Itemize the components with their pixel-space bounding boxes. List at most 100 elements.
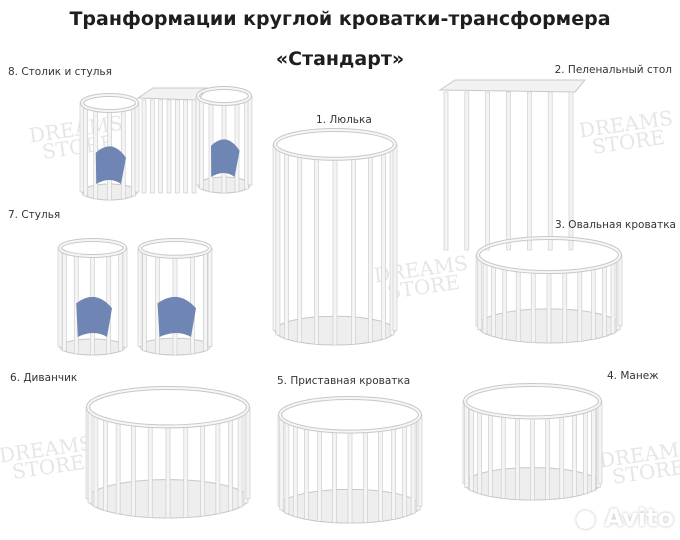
sofa-slat <box>93 415 99 508</box>
side-crib-slat <box>402 424 408 517</box>
side-crib-slat <box>304 427 309 520</box>
small-table-slat <box>166 99 172 194</box>
changing-table-slat <box>568 91 574 251</box>
oval-crib-slat <box>577 270 583 342</box>
sofa-slat <box>87 411 93 504</box>
chair-left-slat <box>62 251 67 352</box>
playpen-slat <box>597 400 603 485</box>
sofa-slat <box>237 415 243 508</box>
side-crib-rim-inner <box>279 397 421 433</box>
oval-crib-slat <box>590 268 596 340</box>
chair-right-slat <box>203 252 208 352</box>
oval-crib-slat <box>491 265 496 337</box>
playpen-slat <box>464 404 469 488</box>
table-chair-right-cushion <box>211 139 240 177</box>
chair-right-slat <box>207 248 213 347</box>
page-title: Транформации круглой кроватки-трансформе… <box>69 8 611 30</box>
sofa-slat <box>115 421 121 515</box>
oval-crib-slat <box>562 271 568 343</box>
label-oval-crib: 3. Овальная кроватка <box>554 219 676 231</box>
changing-table-slat <box>443 91 449 251</box>
label-cradle: 1. Люлька <box>316 114 372 126</box>
side-crib-slat <box>410 421 416 514</box>
sofa-slat <box>245 406 251 500</box>
small-table-slat <box>175 99 180 194</box>
table-chair-right-slat <box>199 99 204 190</box>
oval-crib-slat <box>515 270 521 342</box>
sofa-slat <box>147 425 153 518</box>
side-crib-slat <box>292 424 298 517</box>
label-side-crib: 5. Приставная кроватка <box>277 375 411 387</box>
oval-crib-slat <box>482 262 488 334</box>
table-chair-left-cushion <box>95 146 126 184</box>
small-table-slat <box>141 99 147 194</box>
chair-left-cushion <box>76 296 112 337</box>
cradle-slat <box>332 158 338 346</box>
oval-crib-slat <box>610 262 616 334</box>
side-crib-slat <box>317 429 322 522</box>
cradle-slat <box>284 152 289 340</box>
chair-left-slat <box>122 247 128 348</box>
playpen-rim-inner <box>464 384 601 419</box>
oval-crib-slat <box>617 254 623 327</box>
avito-logo: ● Avito <box>575 504 674 532</box>
side-crib-slat <box>391 427 396 520</box>
cradle-slat <box>275 148 281 336</box>
sofa-slat <box>215 421 221 515</box>
playpen-slat <box>515 416 520 500</box>
table-chair-right-rim-inner <box>197 87 251 105</box>
label-sofa: 6. Диванчик <box>10 372 78 384</box>
changing-table-top <box>438 79 587 93</box>
oval-crib-slat <box>602 265 607 337</box>
oval-crib-slat <box>502 268 508 340</box>
side-crib-slat <box>417 414 423 507</box>
label-table-and-chairs: 8. Столик и стулья <box>8 66 112 78</box>
oval-crib-slat <box>477 258 483 331</box>
cradle-slat <box>314 157 319 345</box>
sofa-slat <box>103 418 108 512</box>
playpen-slat <box>591 407 596 492</box>
chair-right-cushion <box>157 296 196 337</box>
playpen-slat <box>572 413 577 497</box>
changing-table-slat <box>547 91 553 251</box>
playpen-slat <box>488 413 493 497</box>
sofa-slat <box>200 424 206 517</box>
playpen-slat <box>559 415 565 499</box>
playpen-slat <box>545 416 550 500</box>
side-crib-slat <box>332 430 337 523</box>
cradle-slat <box>381 152 386 340</box>
side-crib-slat <box>284 421 290 514</box>
chair-right-rim-inner <box>139 239 211 258</box>
page-subtitle: «Стандарт» <box>275 48 405 70</box>
table-chair-left-rim-inner <box>81 94 138 112</box>
playpen-slat <box>582 411 588 495</box>
side-crib-slat <box>279 418 285 511</box>
small-table-slat <box>158 99 163 194</box>
playpen-slat <box>469 407 474 492</box>
changing-table-slat <box>527 91 532 251</box>
table-chair-right-slat <box>247 95 253 186</box>
cradle-slat <box>392 144 398 331</box>
sofa-rim-inner <box>87 387 249 428</box>
sofa-slat <box>228 418 233 512</box>
small-table-slat <box>191 99 197 194</box>
table-chair-left-slat <box>83 106 88 197</box>
chair-right-slat <box>137 248 143 347</box>
chair-left-rim-inner <box>59 239 126 257</box>
cradle-rim-inner <box>274 129 396 160</box>
playpen-slat <box>477 411 483 495</box>
cradle-slat <box>297 155 303 343</box>
side-crib-slat <box>347 431 353 524</box>
chair-right-slat <box>142 252 147 352</box>
oval-crib-slat <box>530 271 536 343</box>
oval-crib-slat <box>546 271 552 344</box>
sofa-slat <box>130 424 136 517</box>
cradle-slat <box>351 157 356 345</box>
sofa-slat <box>183 425 189 518</box>
chair-left-slat <box>118 251 123 352</box>
cradle-slat <box>367 155 373 343</box>
changing-table-slat <box>464 91 470 251</box>
chair-left-slat <box>57 247 63 348</box>
small-table-slat <box>183 99 188 194</box>
